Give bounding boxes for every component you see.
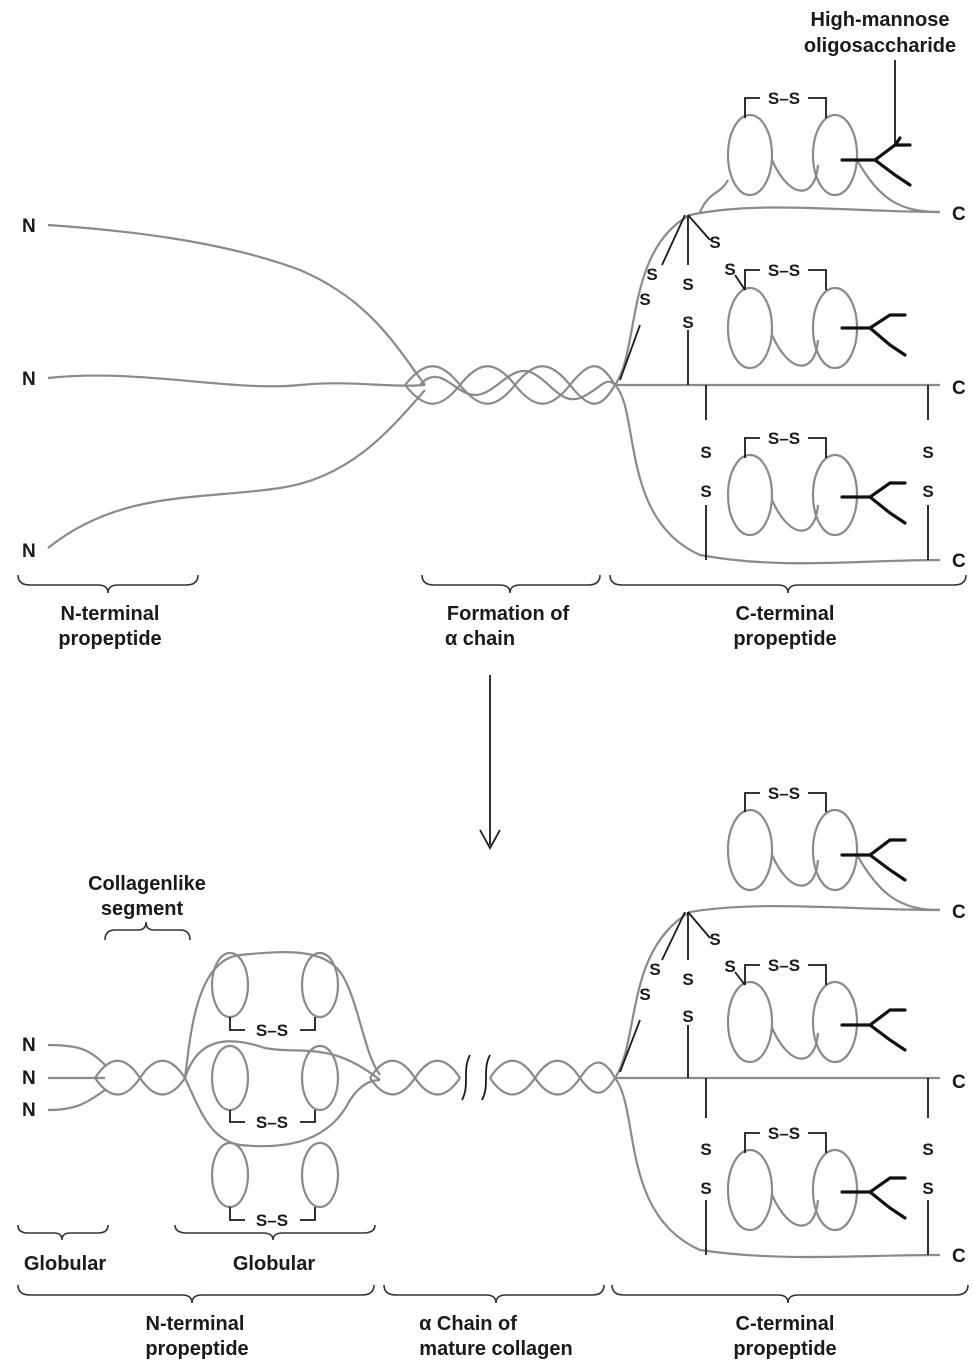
c-terminus-label: C xyxy=(952,551,966,572)
formation-label: Formation of xyxy=(447,603,570,625)
s-label: S xyxy=(682,970,693,989)
mature-collagen-label: mature collagen xyxy=(419,1338,572,1360)
n-terminus-label: N xyxy=(22,1068,36,1089)
top-globule-3 xyxy=(728,438,857,535)
s-label: S xyxy=(649,960,660,979)
ss-bond-label: S–S xyxy=(768,261,800,280)
ss-bond-label: S–S xyxy=(256,1211,288,1230)
c-terminus-label: C xyxy=(952,378,966,399)
brace xyxy=(18,575,198,593)
ss-bond-label: S–S xyxy=(768,956,800,975)
s-label: S xyxy=(700,1140,711,1159)
brace xyxy=(610,575,966,593)
s-label: S xyxy=(682,1007,693,1026)
alpha-chain-label: α chain xyxy=(445,628,515,650)
s-label: S xyxy=(700,1179,711,1198)
c-terminal-label: C-terminal xyxy=(736,1313,835,1335)
n-terminus-label: N xyxy=(22,369,36,390)
bottom-oligosaccharide-3 xyxy=(842,1178,905,1218)
brace xyxy=(18,1285,374,1303)
brace xyxy=(18,1225,108,1240)
propeptide-label: propeptide xyxy=(733,1338,836,1360)
s-label: S xyxy=(682,275,693,294)
transition-arrow xyxy=(480,675,500,848)
s-label: S xyxy=(922,482,933,501)
brace xyxy=(384,1285,604,1303)
top-globule-2 xyxy=(728,270,857,368)
bottom-globule-3 xyxy=(728,1133,857,1230)
collagenlike-helix xyxy=(95,1061,185,1095)
propeptide-label: propeptide xyxy=(733,628,836,650)
top-oligosaccharide-3 xyxy=(842,483,905,523)
top-globule-1 xyxy=(700,98,940,212)
propeptide-label: propeptide xyxy=(145,1338,248,1360)
s-label: S xyxy=(646,265,657,284)
n-terminal-label: N-terminal xyxy=(146,1313,245,1335)
s-label: S xyxy=(709,930,720,949)
s-label: S xyxy=(922,1140,933,1159)
n-terminus-label: N xyxy=(22,1035,36,1056)
top-n-strands xyxy=(48,225,425,548)
propeptide-label: propeptide xyxy=(58,628,161,650)
ss-bond-label: S–S xyxy=(768,89,800,108)
c-terminus-label: C xyxy=(952,1072,966,1093)
bottom-globule-2 xyxy=(728,965,857,1062)
n-terminal-label: N-terminal xyxy=(61,603,160,625)
globular-label: Globular xyxy=(233,1253,315,1275)
s-label: S xyxy=(724,260,735,279)
n-terminus-label: N xyxy=(22,1100,36,1121)
top-oligosaccharide-2 xyxy=(842,315,905,355)
bottom-globule-1 xyxy=(728,793,940,910)
s-label: S xyxy=(682,313,693,332)
bottom-n-globules xyxy=(185,952,380,1220)
collagenlike-label: Collagenlike xyxy=(88,873,206,895)
ss-bond-label: S–S xyxy=(768,1124,800,1143)
brace xyxy=(612,1285,968,1303)
ss-bond-label: S–S xyxy=(768,429,800,448)
c-terminus-label: C xyxy=(952,902,966,923)
segment-label: segment xyxy=(101,898,184,920)
ss-bond-label: S–S xyxy=(256,1021,288,1040)
oligosaccharide-label: oligosaccharide xyxy=(804,35,956,57)
brace xyxy=(422,575,600,593)
top-oligosaccharide-1 xyxy=(842,60,910,185)
top-triple-helix xyxy=(405,366,615,404)
n-terminus-label: N xyxy=(22,541,36,562)
mature-collagen-helix xyxy=(370,1055,615,1100)
high-mannose-label: High-mannose xyxy=(811,9,950,31)
s-label: S xyxy=(700,482,711,501)
c-terminal-label: C-terminal xyxy=(736,603,835,625)
globular-label: Globular xyxy=(24,1253,106,1275)
s-label: S xyxy=(639,290,650,309)
s-label: S xyxy=(922,443,933,462)
s-label: S xyxy=(639,985,650,1004)
ss-bond-label: S–S xyxy=(768,784,800,803)
n-terminus-label: N xyxy=(22,216,36,237)
s-label: S xyxy=(709,233,720,252)
c-terminus-label: C xyxy=(952,204,966,225)
s-label: S xyxy=(922,1179,933,1198)
brace xyxy=(105,922,190,940)
s-label: S xyxy=(724,957,735,976)
bottom-oligosaccharide-2 xyxy=(842,1010,905,1050)
ss-bond-label: S–S xyxy=(256,1113,288,1132)
alpha-chain-of-label: α Chain of xyxy=(419,1313,517,1335)
c-terminus-label: C xyxy=(952,1246,966,1267)
s-label: S xyxy=(700,443,711,462)
